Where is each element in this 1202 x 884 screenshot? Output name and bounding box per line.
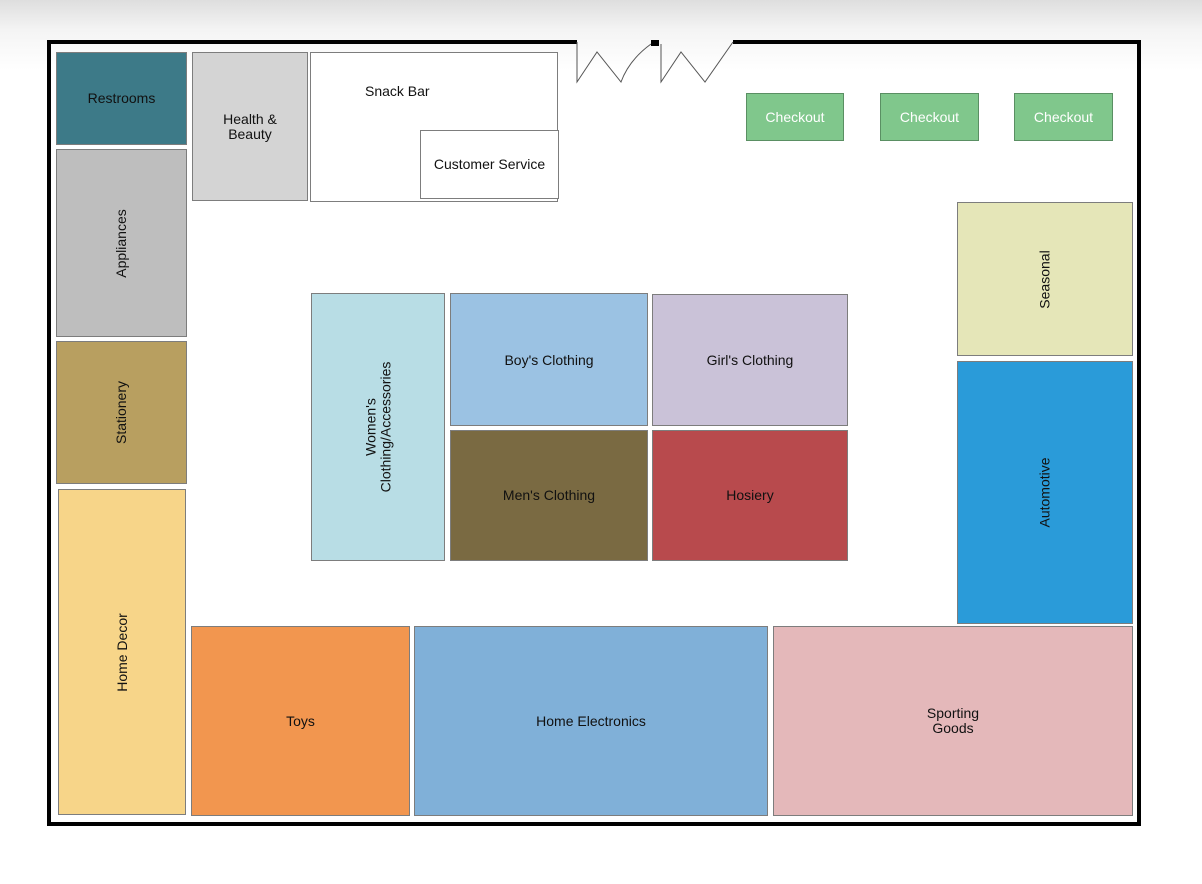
dept-boys-clothing-label: Boy's Clothing xyxy=(504,352,594,368)
dept-seasonal-label: Seasonal xyxy=(1036,249,1053,309)
dept-hosiery-label: Hosiery xyxy=(726,487,774,503)
checkout-1[interactable]: Checkout xyxy=(746,93,844,141)
dept-stationery[interactable]: Stationery xyxy=(56,341,187,484)
dept-home-decor[interactable]: Home Decor xyxy=(58,489,186,815)
store-floor-plan: Restrooms Health & Beauty Snack Bar Cust… xyxy=(47,40,1141,826)
dept-girls-clothing-label: Girl's Clothing xyxy=(706,352,794,368)
dept-seasonal[interactable]: Seasonal xyxy=(957,202,1133,356)
checkout-2[interactable]: Checkout xyxy=(880,93,979,141)
dept-toys[interactable]: Toys xyxy=(191,626,410,816)
dept-automotive-label: Automotive xyxy=(1036,457,1053,528)
dept-appliances[interactable]: Appliances xyxy=(56,149,187,337)
checkout-3-label: Checkout xyxy=(1033,108,1094,125)
dept-home-electronics-label: Home Electronics xyxy=(536,712,646,729)
wall-outline xyxy=(47,40,1141,826)
entrance-doors xyxy=(576,41,734,84)
dept-stationery-label: Stationery xyxy=(112,380,129,445)
dept-customer-service[interactable]: Customer Service xyxy=(420,130,559,199)
dept-restrooms[interactable]: Restrooms xyxy=(56,52,187,145)
checkout-3[interactable]: Checkout xyxy=(1014,93,1113,141)
dept-health-beauty[interactable]: Health & Beauty xyxy=(192,52,308,201)
dept-boys-clothing[interactable]: Boy's Clothing xyxy=(450,293,648,426)
checkout-1-label: Checkout xyxy=(765,108,825,125)
dept-sporting-goods-label: Sporting Goods xyxy=(926,705,980,736)
door-post xyxy=(651,40,659,46)
checkout-2-label: Checkout xyxy=(899,108,960,125)
dept-womens-clothing-label: Women's Clothing/Accessories xyxy=(361,361,393,493)
dept-womens-clothing[interactable]: Women's Clothing/Accessories xyxy=(311,293,445,561)
dept-hosiery[interactable]: Hosiery xyxy=(652,430,848,561)
dept-girls-clothing[interactable]: Girl's Clothing xyxy=(652,294,848,426)
dept-customer-service-label: Customer Service xyxy=(433,156,546,172)
dept-home-electronics[interactable]: Home Electronics xyxy=(414,626,768,816)
dept-automotive[interactable]: Automotive xyxy=(957,361,1133,624)
dept-toys-label: Toys xyxy=(286,712,315,729)
dept-appliances-label: Appliances xyxy=(113,208,129,278)
dept-sporting-goods[interactable]: Sporting Goods xyxy=(773,626,1133,816)
dept-home-decor-label: Home Decor xyxy=(113,612,130,692)
dept-health-beauty-label: Health & Beauty xyxy=(223,110,277,142)
store-walls xyxy=(47,40,1141,826)
dept-restrooms-label: Restrooms xyxy=(87,90,156,106)
dept-mens-clothing[interactable]: Men's Clothing xyxy=(450,430,648,561)
dept-mens-clothing-label: Men's Clothing xyxy=(502,487,596,503)
dept-snack-bar-label: Snack Bar xyxy=(365,83,430,99)
